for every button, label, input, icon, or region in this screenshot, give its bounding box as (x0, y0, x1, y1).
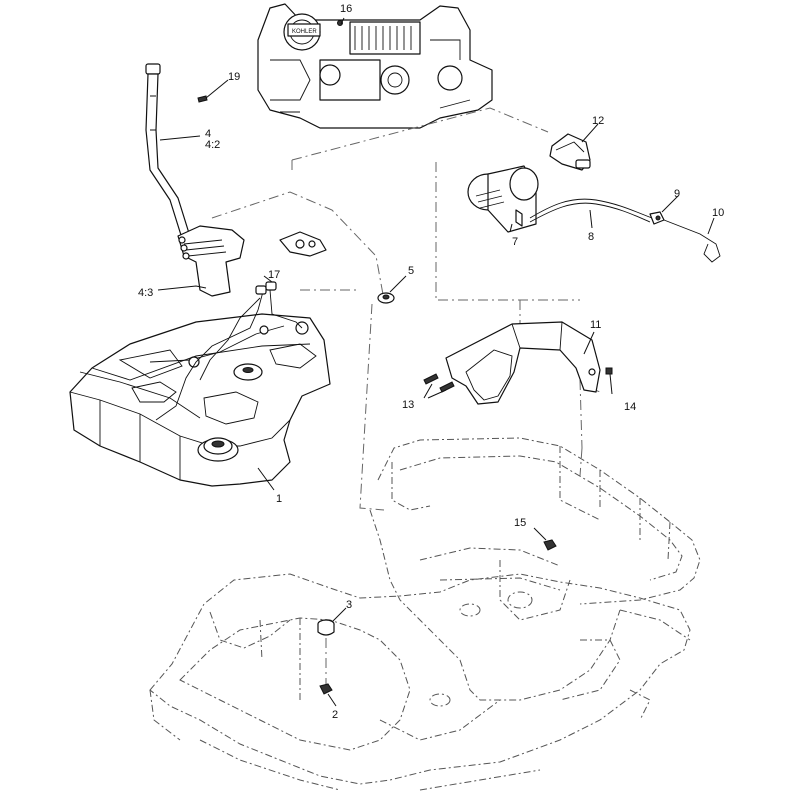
leader-lines (157, 17, 715, 707)
callout-4: 4 (205, 128, 211, 140)
callout-14: 14 (624, 401, 636, 413)
callout-4-2: 4:2 (205, 139, 220, 151)
callout-labels: 1 2 3 4 4:2 4:3 5 7 8 9 10 11 12 13 14 1… (138, 3, 724, 721)
screws-13 (423, 373, 455, 393)
callout-1: 1 (276, 493, 282, 505)
mounting-bracket-small (279, 231, 327, 257)
callout-17: 17 (268, 269, 280, 281)
callout-4-3: 4:3 (138, 287, 153, 299)
nut-14 (605, 367, 613, 375)
nut-15 (543, 539, 557, 551)
callout-15: 15 (514, 517, 526, 529)
callout-11: 11 (590, 319, 601, 331)
engine-assembly: KOHLER (257, 3, 493, 129)
callout-5: 5 (408, 265, 414, 277)
callout-13: 13 (402, 399, 414, 411)
callout-8: 8 (588, 231, 594, 243)
callout-9: 9 (674, 188, 680, 200)
grommet-5 (377, 292, 395, 304)
fuel-tank (69, 287, 331, 487)
fittings-17 (255, 281, 277, 295)
callout-10: 10 (712, 207, 724, 219)
vent-tube (663, 219, 721, 263)
callout-12: 12 (592, 115, 604, 127)
vent-hose (529, 198, 653, 223)
phantom-line-frame (579, 447, 583, 477)
callout-7: 7 (512, 236, 518, 248)
screw-19 (197, 95, 208, 103)
canister-bracket (445, 321, 601, 405)
callout-3: 3 (346, 599, 352, 611)
nut-2 (319, 683, 333, 695)
callout-16: 16 (340, 3, 352, 15)
canister-strap (549, 133, 591, 171)
vent-fitting (649, 211, 665, 225)
filler-neck-tube (145, 63, 245, 297)
charcoal-canister (467, 165, 539, 233)
chassis-frame (149, 437, 701, 791)
phantom-lines (211, 107, 601, 511)
callout-2: 2 (332, 709, 338, 721)
engine-logo: KOHLER (292, 29, 317, 35)
callout-19: 19 (228, 71, 240, 83)
rubber-bumper-3 (317, 619, 335, 684)
